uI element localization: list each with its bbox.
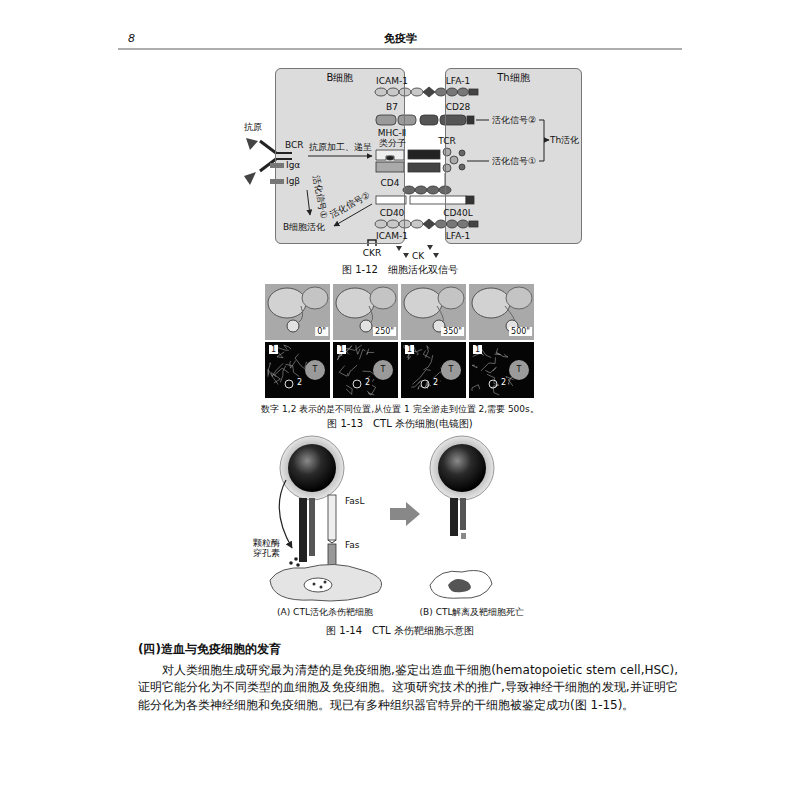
molecule-name: FasL [345, 496, 365, 506]
panel-label: (B) CTL解离及靶细胞死亡 [420, 607, 525, 617]
position-number: 2 [295, 378, 304, 387]
molecule-name: CD40L [443, 208, 473, 218]
panel-label: (A) CTL活化杀伤靶细胞 [277, 607, 373, 617]
signal-label: 活化信号① [492, 156, 536, 166]
cell-mark: T [381, 365, 386, 374]
micrograph [333, 284, 398, 340]
molecule-name: TCR [438, 136, 456, 146]
position-number: 2 [499, 378, 508, 387]
result-label: B细胞活化 [283, 222, 325, 232]
result-label: Th活化 [550, 135, 579, 145]
figure-caption: 图 1-12 细胞活化双信号 [342, 264, 458, 276]
cell-mark: T [449, 365, 454, 374]
time-stamp: 350" [441, 327, 464, 336]
signal-arrows [307, 120, 549, 226]
molecule-name: BCR [285, 140, 304, 150]
position-number: 1 [269, 345, 278, 354]
molecule-name: CK [412, 251, 424, 261]
body-text: 对人类细胞生成研究最为清楚的是免疫细胞,鉴定出造血干细胞(hematopoiet… [138, 662, 678, 714]
cell-fill [275, 68, 405, 244]
ctl-illustration [270, 436, 494, 601]
micrograph [401, 284, 466, 340]
header-rule [118, 49, 682, 50]
position-number: 1 [337, 345, 346, 354]
cell-mark: T [313, 365, 318, 374]
figure-caption: 图 1-13 CTL 杀伤细胞(电镜图) [327, 418, 473, 430]
page-number: 8 [128, 33, 135, 46]
molecules [375, 87, 478, 229]
molecule-name: Igα [286, 160, 300, 170]
antigen-label: 抗原 [244, 122, 262, 132]
molecule-name: LFA-1 [446, 76, 470, 86]
cell-mark: T [517, 365, 522, 374]
figure-note: 数字 1,2 表示的是不同位置,从位置 1 完全游走到位置 2,需要 500s。 [261, 404, 539, 414]
molecule-name: B7 [386, 102, 398, 112]
micrograph [265, 284, 330, 340]
molecule-name: CD40 [380, 208, 405, 218]
cell-name: B细胞 [327, 72, 354, 84]
molecule-name: CD28 [446, 102, 471, 112]
fluorescence-panel [401, 342, 466, 398]
cell-name: Th细胞 [497, 72, 529, 84]
bcr-symbol [244, 138, 292, 185]
fluorescence-panel [469, 342, 534, 398]
molecule-name: ICAM-1 [376, 76, 408, 86]
time-stamp: 0" [315, 327, 328, 336]
fluorescence-panel [333, 342, 398, 398]
position-number: 1 [473, 345, 482, 354]
time-stamp: 250" [373, 327, 396, 336]
figure-caption: 图 1-14 CTL 杀伤靶细胞示意图 [326, 625, 474, 637]
molecule-name: CD4 [381, 178, 400, 188]
time-stamp: 500" [509, 327, 532, 336]
fluorescence-panel [265, 342, 330, 398]
molecule-name: 颗粒酶 穿孔素 [250, 538, 280, 559]
molecule-name: Fas [345, 540, 360, 550]
micrograph [469, 284, 534, 340]
position-number: 2 [363, 378, 372, 387]
molecule-name: CKR [363, 248, 381, 258]
section-heading: (四)造血与免疫细胞的发育 [138, 643, 281, 657]
signal-label: 活化信号② [492, 115, 536, 125]
position-number: 1 [405, 345, 414, 354]
molecule-name: LFA-1 [446, 231, 470, 241]
molecule-name: ICAM-1 [376, 231, 408, 241]
process-label: 抗原加工、递呈 [309, 142, 372, 152]
molecule-name: Igβ [286, 176, 300, 186]
position-number: 2 [431, 378, 440, 387]
running-head: 免疫学 [384, 33, 417, 46]
molecule-name: MHC-Ⅱ 类分子 [373, 128, 411, 149]
